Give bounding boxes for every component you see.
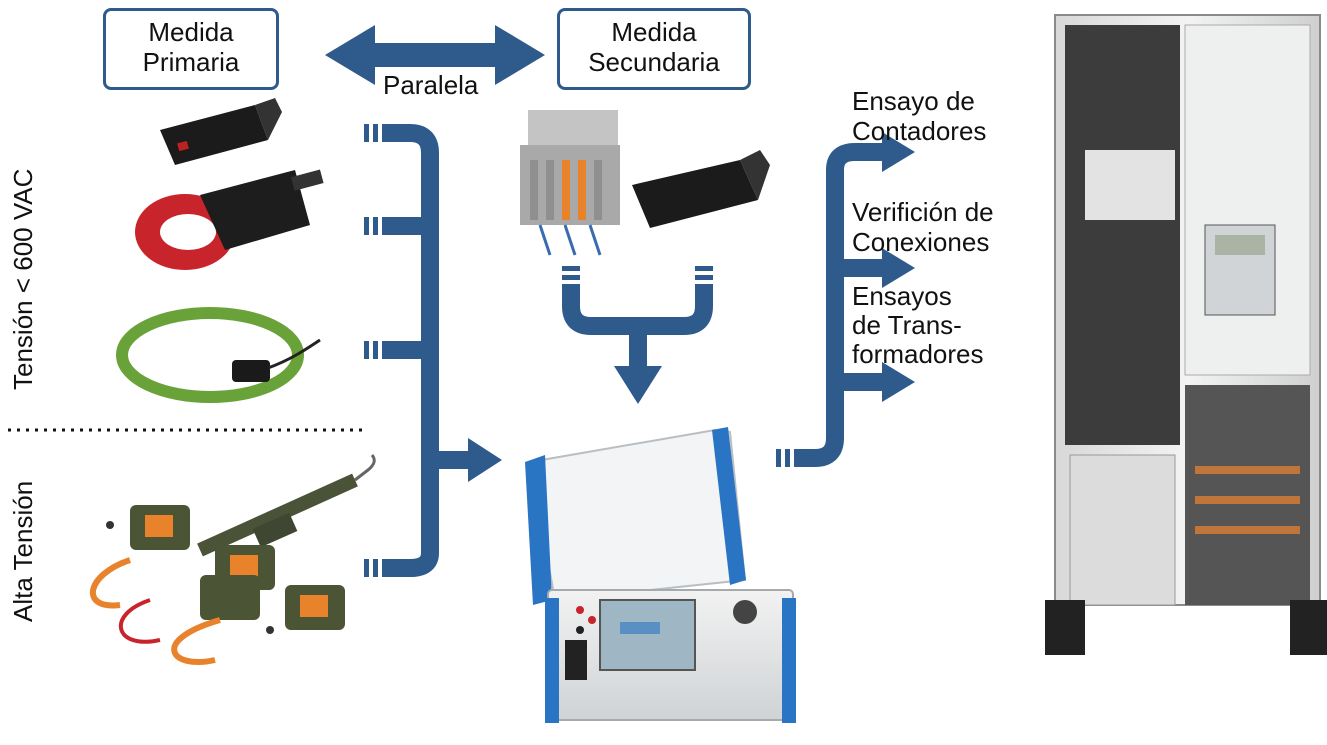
- test-device-icon: [525, 427, 796, 723]
- hv-probe-icon: [90, 454, 376, 665]
- meter-cabinet-icon: [1045, 14, 1327, 655]
- parallel-label: Paralela: [383, 70, 479, 100]
- transformer-test-label: Ensayos de Trans- formadores: [852, 281, 984, 369]
- rogowski-coil-icon: [116, 307, 321, 403]
- secondary-arrowhead: [614, 366, 662, 404]
- secondary-measurement-box: Medida Secundaria: [557, 8, 751, 90]
- low-voltage-label: Tensión < 600 VAC: [8, 168, 38, 390]
- clamp-small-icon: [160, 98, 282, 165]
- clamp-red-icon: [135, 169, 324, 270]
- connection-check-label: Verifición de Conexiones: [852, 197, 994, 257]
- output-arrowheads: [882, 132, 915, 402]
- high-voltage-label: Alta Tensión: [8, 480, 38, 622]
- primary-bus-arrow: [388, 124, 470, 577]
- secondary-merge-arrow: [562, 290, 713, 368]
- output-fan-arrow: [800, 143, 885, 467]
- primary-measurement-box: Medida Primaria: [103, 8, 279, 90]
- primary-arrowhead: [468, 438, 502, 482]
- secondary-merge-dashes: [562, 266, 713, 290]
- output-fan-dashes: [776, 449, 800, 467]
- meter-test-label: Ensayo de Contadores: [852, 86, 987, 146]
- primary-bus-dashes: [364, 124, 388, 577]
- parallel-double-arrow: [325, 25, 545, 85]
- terminal-block-icon: [520, 110, 620, 256]
- clamp-secondary-icon: [632, 150, 770, 228]
